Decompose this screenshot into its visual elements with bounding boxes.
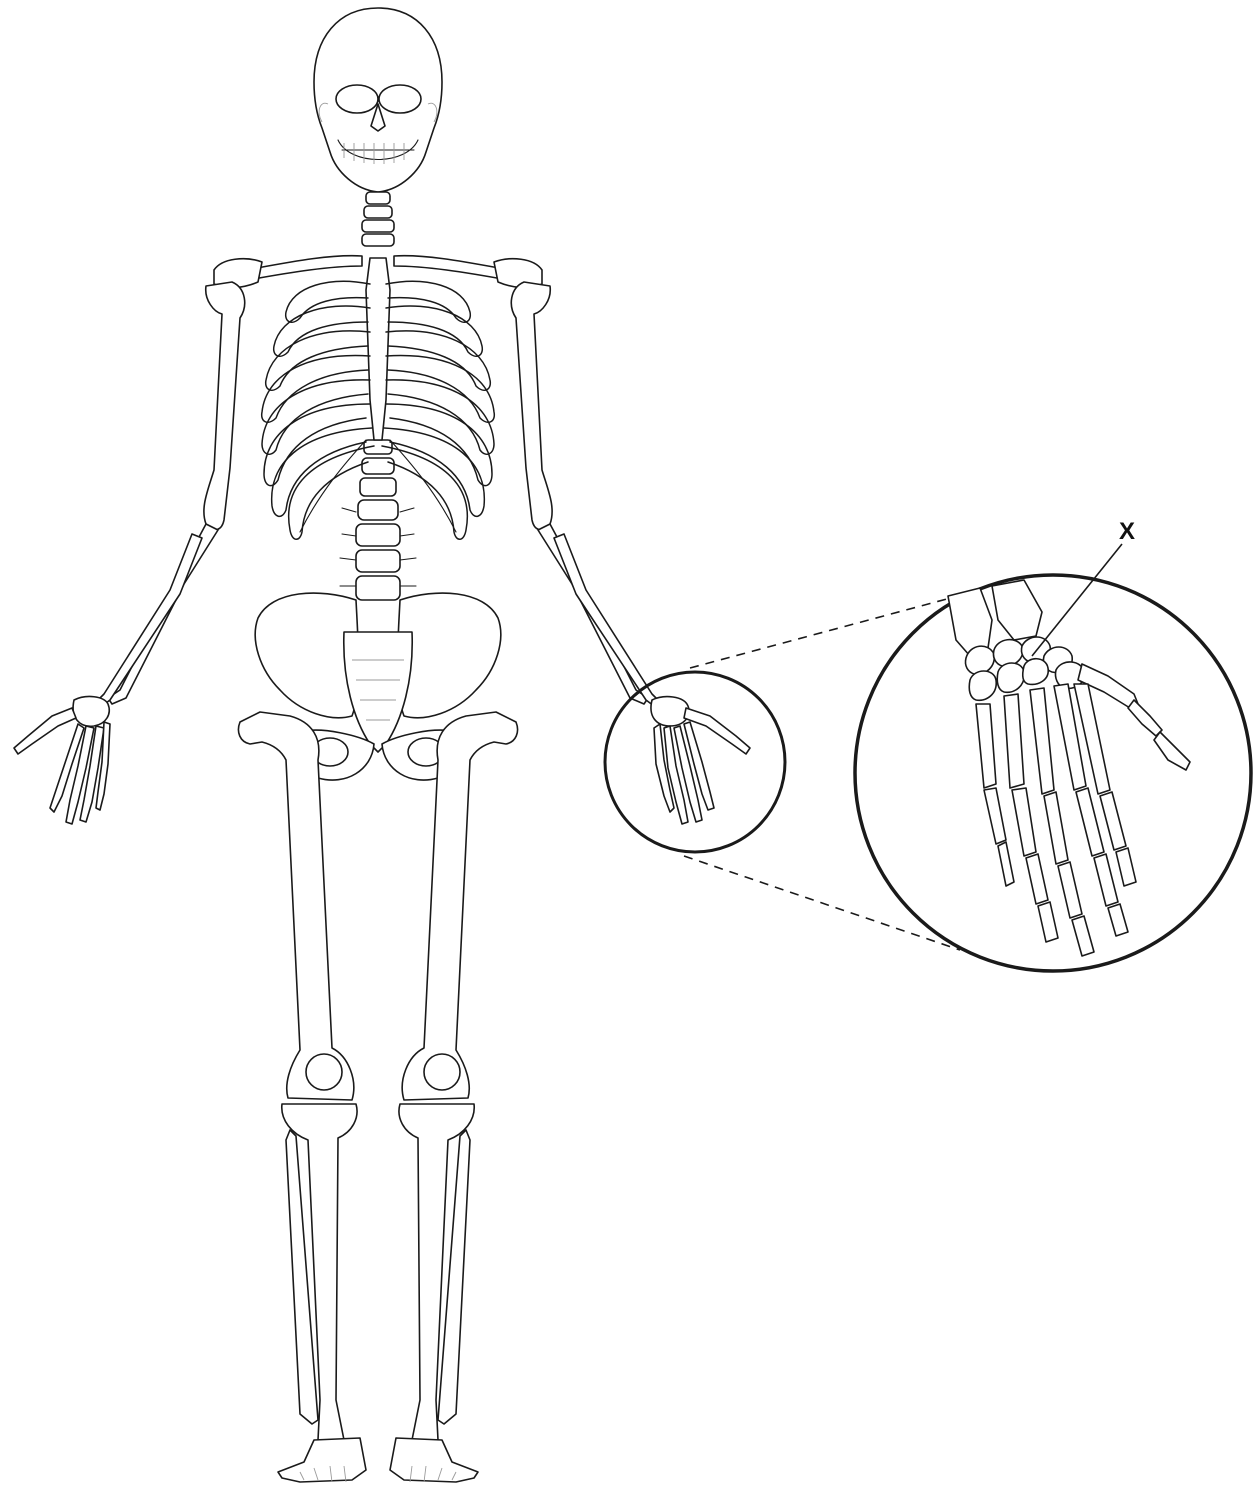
lumbar-spine [340,440,416,600]
left-leg [390,712,518,1482]
label-x: X [1119,518,1135,545]
left-eye-socket [336,85,378,113]
foot-right [278,1438,366,1482]
humerus-right [204,282,245,530]
patella-right [306,1054,342,1090]
radius-right [96,534,202,706]
foot-left [390,1438,478,1482]
cervical-spine [362,192,394,246]
sacrum [344,632,412,752]
radius-left [554,534,660,706]
skull [314,8,442,192]
right-arm [14,282,245,824]
sternum [366,258,390,440]
ribcage [262,258,495,539]
right-leg [238,712,366,1482]
right-eye-socket [379,85,421,113]
patella-left [424,1054,460,1090]
carpals-left [651,697,689,726]
left-arm [511,282,750,824]
humerus-left [511,282,552,530]
